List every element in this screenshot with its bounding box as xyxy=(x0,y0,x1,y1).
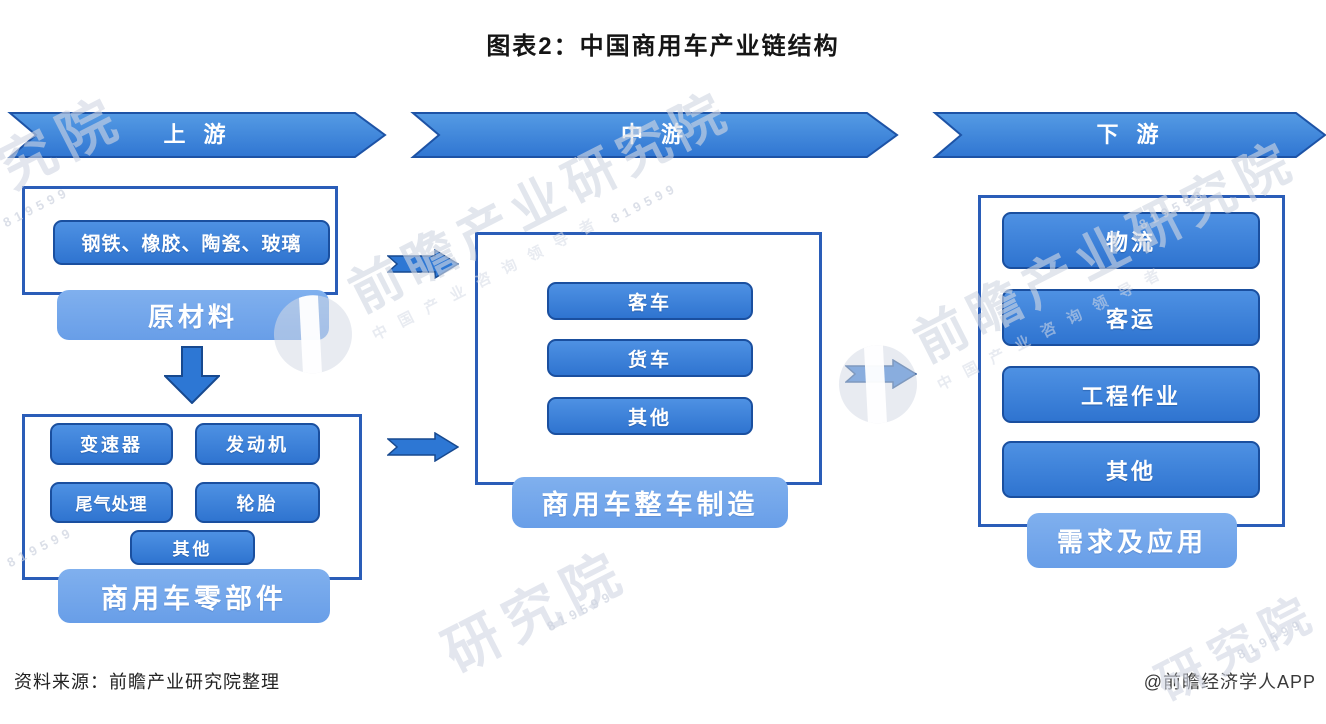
parts-item-exhaust: 尾气处理 xyxy=(50,482,173,523)
page-title: 图表2：中国商用车产业链结构 xyxy=(486,33,840,60)
down-arrow-icon xyxy=(164,346,220,404)
raw-materials-item: 钢铁、橡胶、陶瓷、玻璃 xyxy=(53,220,330,265)
down-item-logistics: 物流 xyxy=(1002,212,1260,269)
vehicle-manufacturing-label: 商用车整车制造 xyxy=(512,477,788,528)
stage-banner-arrows xyxy=(7,112,1326,158)
watermark-digits: 819599 xyxy=(1234,615,1307,663)
down-item-engineering: 工程作业 xyxy=(1002,366,1260,423)
credit-note: @前瞻经济学人APP xyxy=(1143,672,1316,692)
down-item-passenger: 客运 xyxy=(1002,289,1260,346)
parts-item-engine: 发动机 xyxy=(195,423,320,465)
mid-item-other: 其他 xyxy=(547,397,753,435)
mid-item-truck: 货车 xyxy=(547,339,753,377)
downstream-banner-shape xyxy=(932,112,1326,158)
watermark-partial-text: 研究院 xyxy=(433,538,639,685)
raw-materials-label: 原材料 xyxy=(57,290,329,340)
vehicle-parts-label: 商用车零部件 xyxy=(58,569,330,623)
right-arrow-icon-bottom xyxy=(387,432,459,462)
source-note: 资料来源：前瞻产业研究院整理 xyxy=(14,672,280,692)
upstream-banner-shape xyxy=(7,112,387,158)
watermark-digits: 819599 xyxy=(608,179,681,227)
down-item-other: 其他 xyxy=(1002,441,1260,498)
parts-item-other: 其他 xyxy=(130,530,255,565)
midstream-banner-label: 中 游 xyxy=(620,122,690,147)
watermark-digits: 819599 xyxy=(544,587,617,635)
demand-application-label: 需求及应用 xyxy=(1027,513,1237,568)
parts-item-tires: 轮胎 xyxy=(195,482,320,523)
mid-item-bus: 客车 xyxy=(547,282,753,320)
upstream-banner-label: 上 游 xyxy=(163,122,232,147)
midstream-banner-shape xyxy=(410,112,899,158)
right-arrow-icon-top xyxy=(387,249,459,279)
parts-item-transmission: 变速器 xyxy=(50,423,173,465)
downstream-banner-label: 下 游 xyxy=(1096,122,1165,147)
right-arrow-icon-mid xyxy=(845,359,917,389)
